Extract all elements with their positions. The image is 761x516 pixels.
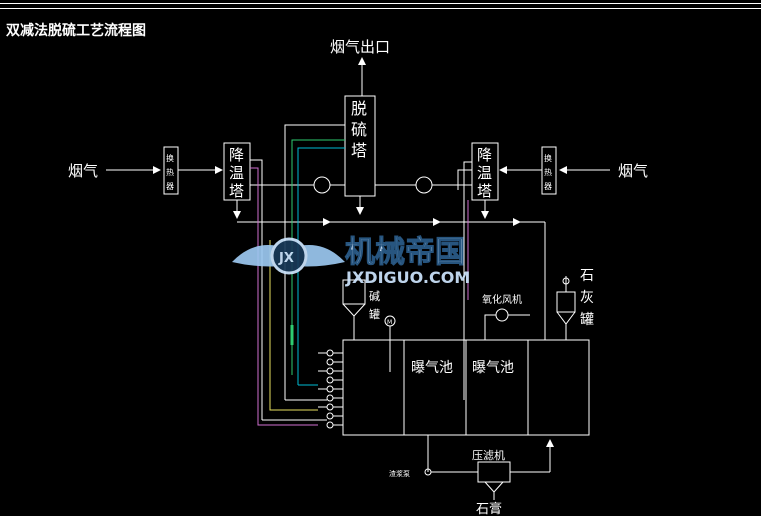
pump-bank (326, 349, 343, 429)
watermark-cn: 机械帝国 (345, 235, 465, 270)
label-hx-right-3: 器 (544, 182, 552, 191)
label-slurry-pump: 渣浆泵 (389, 469, 410, 478)
label-dt-3: 塔 (351, 141, 367, 160)
top-border (0, 0, 761, 14)
label-lime-3: 罐 (580, 312, 594, 328)
label-ct-left-2: 温 (229, 164, 244, 182)
label-oxidation-fan: 氧化风机 (482, 293, 522, 306)
watermark-gear (270, 237, 308, 275)
label-ct-left-3: 塔 (229, 182, 244, 200)
label-dt-2: 硫 (351, 120, 367, 139)
fan-left (313, 176, 331, 194)
label-dt-1: 脱 (351, 99, 367, 118)
label-aeration-pool-1: 曝气池 (411, 360, 453, 376)
label-lime-2: 灰 (580, 290, 594, 306)
label-hx-left-1: 换 (166, 153, 174, 163)
filter-press (477, 461, 511, 483)
label-flue-gas-outlet: 烟气出口 (330, 38, 390, 56)
watermark-logo-text: JX (278, 251, 294, 266)
label-ct-right-2: 温 (477, 164, 492, 182)
pipe-cyan (297, 147, 345, 385)
lime-tank (556, 291, 576, 313)
label-gypsum: 石膏 (476, 501, 502, 516)
label-lime-1: 石 (580, 268, 594, 284)
label-motor: M (387, 319, 392, 326)
pipe-yellow (269, 240, 318, 411)
label-alkali-2: 罐 (369, 308, 380, 321)
oxidation-fan (495, 308, 509, 322)
label-hx-right-2: 热 (544, 167, 552, 177)
label-flue-gas-right: 烟气 (618, 162, 648, 180)
label-hx-right-1: 换 (544, 153, 552, 163)
label-flue-gas-left: 烟气 (68, 162, 98, 180)
pipe-pink (250, 167, 318, 426)
label-aeration-pool-2: 曝气池 (472, 360, 514, 376)
fan-right (415, 176, 433, 194)
label-alkali-1: 碱 (369, 290, 380, 303)
label-hx-left-2: 热 (166, 167, 174, 177)
pipe-green (291, 139, 345, 375)
label-ct-right-3: 塔 (477, 182, 492, 200)
label-ct-left-1: 降 (229, 146, 244, 164)
label-hx-left-3: 器 (166, 182, 174, 191)
alkali-tank (342, 279, 366, 305)
watermark-en: JXDIGUO.COM (345, 268, 470, 287)
diagram-title: 双减法脱硫工艺流程图 (6, 23, 146, 39)
label-filter-press: 压滤机 (472, 448, 505, 462)
watermark: JX 机械帝国 JXDIGUO.COM (232, 235, 470, 287)
label-ct-right-1: 降 (477, 146, 492, 164)
